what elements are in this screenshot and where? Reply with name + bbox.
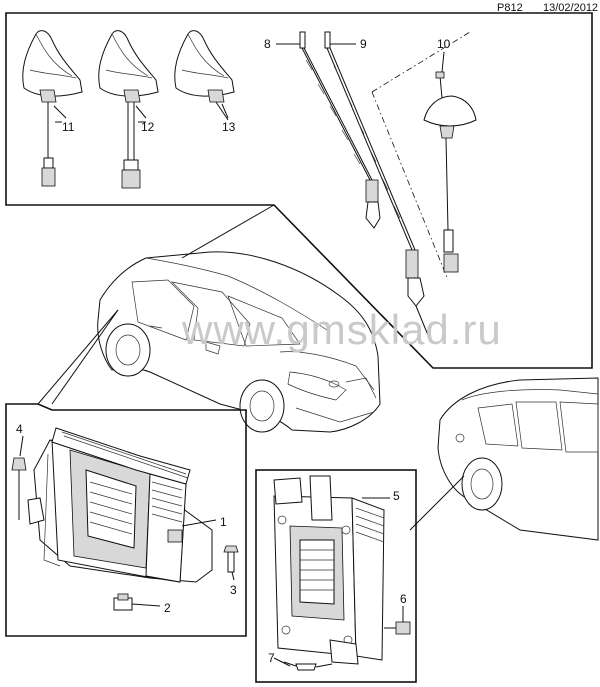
antenna-panel — [5, 12, 593, 369]
callout-10: 10 — [437, 37, 451, 51]
callout-13: 13 — [222, 120, 236, 134]
callout-4: 4 — [16, 422, 23, 436]
callout-11: 11 — [62, 120, 75, 134]
leader-callout-10 — [441, 51, 445, 73]
right-module-panel — [255, 469, 417, 683]
callout-7: 7 — [268, 651, 275, 665]
hatchback-car — [97, 251, 381, 433]
leader-top-panel — [181, 204, 275, 259]
left-panel-frame — [5, 403, 247, 637]
shark-fin-antenna-11 — [22, 30, 83, 187]
callout-1: 1 — [220, 515, 227, 529]
callout-5: 5 — [393, 489, 400, 503]
shark-fin-antenna-13 — [174, 30, 235, 121]
watermark: www.gmsklad.ru — [181, 306, 502, 353]
leader-left-panel-2 — [51, 309, 119, 405]
callout-9: 9 — [360, 37, 367, 51]
guide-line — [371, 31, 471, 93]
callout-6: 6 — [400, 592, 407, 606]
leader-right-panel — [409, 475, 465, 531]
rod-antenna-8 — [299, 31, 381, 229]
left-module-panel — [5, 403, 247, 637]
shark-fin-antenna-12 — [98, 30, 159, 189]
callout-12: 12 — [141, 120, 155, 134]
callout-2: 2 — [164, 601, 171, 615]
right-panel-frame — [255, 469, 417, 683]
leader-callout-7 — [273, 657, 291, 667]
rod-antenna-9 — [324, 31, 431, 341]
callout-8: 8 — [264, 37, 271, 51]
leader-callout-12 — [135, 105, 147, 119]
diagram-date: 13/02/2012 — [543, 2, 599, 14]
callout-3: 3 — [230, 583, 237, 597]
callout-numbers: 11 12 13 8 9 10 4 1 3 2 5 6 7 — [16, 37, 451, 665]
estate-car — [437, 377, 599, 541]
antenna-panel-frame — [5, 12, 593, 369]
diagram-code: P812 — [497, 2, 523, 14]
leader-left-panel — [37, 309, 119, 405]
leader-callout-4 — [19, 435, 24, 457]
leader-callout-13 — [221, 103, 229, 119]
roof-antenna-10 — [423, 71, 477, 273]
leader-callout-11 — [53, 105, 67, 119]
